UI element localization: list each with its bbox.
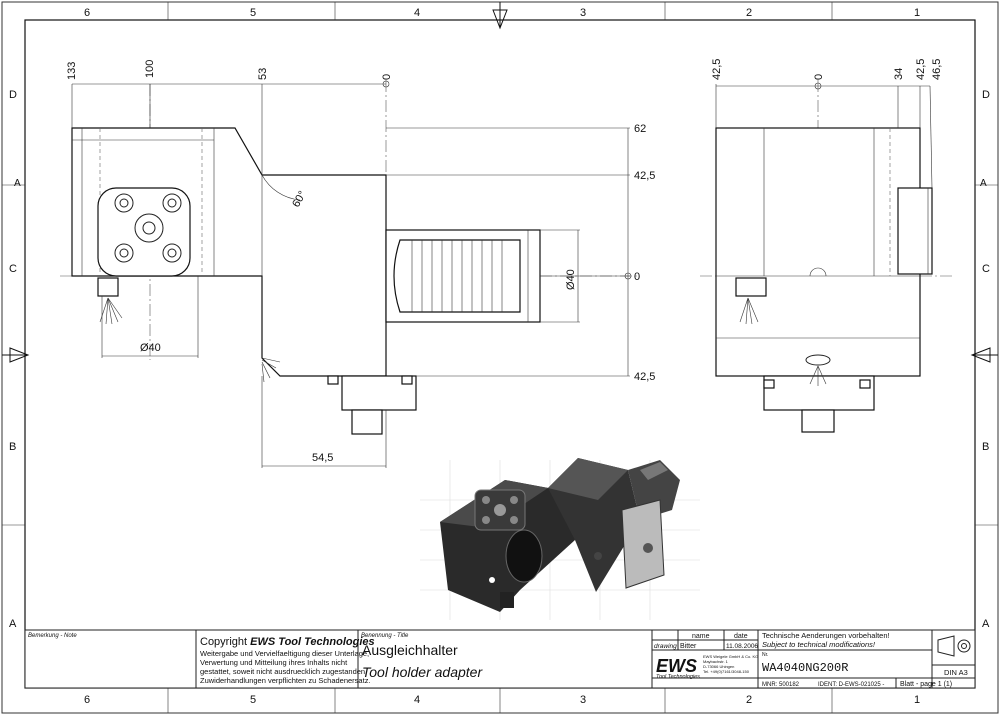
isometric-render (420, 458, 700, 620)
zone-col-4-top: 4 (414, 7, 420, 19)
side-view (700, 80, 955, 433)
zone-col-5-bottom: 5 (250, 694, 256, 706)
ident: IDENT: D-EWS-021025 - (818, 682, 884, 688)
side-dim-42-5-left: 42,5 (711, 59, 723, 80)
nr-label: Nr. (762, 652, 768, 658)
projection-symbol-icon (937, 635, 971, 657)
zone-row-A-right: A (982, 618, 990, 630)
zone-row-B-right: B (982, 441, 989, 453)
sheet-number: Blatt - page 1 (1) (900, 681, 952, 688)
company-line-2: Maybachstr. 1 (703, 659, 729, 664)
dim-0-top: 0 (381, 74, 393, 80)
dim-dia-40: Ø40 (140, 342, 161, 354)
changes-de: Technische Aenderungen vorbehalten! (762, 631, 890, 640)
zone-row-A-left: A (9, 618, 17, 630)
zone-col-3-bottom: 3 (580, 694, 586, 706)
zone-col-1-top: 1 (914, 7, 920, 19)
title-label: Benennung - Title (361, 633, 409, 639)
side-dim-46-5: 46,5 (931, 59, 943, 80)
copyright-line-3: gestattet, soweit nicht ausdruecklich zu… (200, 667, 367, 676)
company-line-4: Tel. +49(0)7161/3048-150 (703, 669, 750, 674)
zone-col-6-top: 6 (84, 7, 90, 19)
ews-logo-sub: Tool Technologies (656, 674, 700, 680)
zone-col-5-top: 5 (250, 7, 256, 19)
zone-col-4-bottom: 4 (414, 694, 420, 706)
company-line-3: D-73066 Uhingen (703, 664, 734, 669)
part-number: WA4040NG200R (762, 661, 848, 675)
copyright-title: Copyright EWS Tool Technologies (200, 636, 375, 648)
row-drawing: drawing (654, 643, 677, 650)
side-dim-42-5-right: 42,5 (915, 59, 927, 80)
centering-marks (2, 2, 998, 363)
zone-col-6-bottom: 6 (84, 694, 90, 706)
zone-col-1-bottom: 1 (914, 694, 920, 706)
dim-42-5-upper: 42,5 (634, 170, 655, 182)
zone-row-B-left: B (9, 441, 16, 453)
changes-en: Subject to technical modifications! (762, 640, 876, 649)
mnr: MNR: 500182 (762, 682, 800, 688)
zone-row-A-left-mid: A (14, 178, 21, 189)
copyright-line-1: Weitergabe und Vervielfaeltigung dieser … (200, 649, 369, 658)
zone-row-C-right: C (982, 263, 990, 275)
ews-logo: EWS (656, 656, 697, 676)
col-name: name (692, 633, 710, 640)
zone-row-D-left: D (9, 89, 17, 101)
title-block-frame (24, 629, 976, 689)
zone-row-C-left: C (9, 263, 17, 275)
side-dim-0: 0 (813, 74, 825, 80)
copyright-line-4: Zuwiderhandlungen verpflichten zu Schade… (200, 676, 371, 685)
remark-label: Bemerkung - Note (28, 633, 77, 639)
drawn-date: 11.08.2006 (726, 643, 758, 650)
zone-col-3-top: 3 (580, 7, 586, 19)
dim-shank-dia: Ø40 (565, 269, 577, 290)
dim-53: 53 (257, 68, 269, 80)
title-en: Tool holder adapter (362, 664, 483, 680)
title-de: Ausgleichhalter (362, 642, 458, 658)
copyright-line-2: Verwertung und Mitteilung ihres Inhalts … (200, 658, 348, 667)
zone-row-A-right-mid: A (980, 178, 987, 189)
dim-100: 100 (144, 60, 156, 78)
dim-62: 62 (634, 123, 646, 135)
zone-col-2-top: 2 (746, 7, 752, 19)
zone-col-2-bottom: 2 (746, 694, 752, 706)
side-dim-34: 34 (893, 68, 905, 80)
dim-54-5: 54,5 (312, 452, 333, 464)
dim-42-5-lower: 42,5 (634, 371, 655, 383)
zone-row-D-right: D (982, 89, 990, 101)
dim-133: 133 (66, 62, 78, 80)
dim-0-right: 0 (634, 271, 640, 283)
col-date: date (734, 633, 748, 640)
company-line-1: EWS Weigele GmbH & Co. KG (703, 654, 758, 659)
paper-format: DIN A3 (944, 668, 968, 677)
front-view (60, 80, 640, 468)
drawn-by: Bitter (680, 643, 697, 650)
